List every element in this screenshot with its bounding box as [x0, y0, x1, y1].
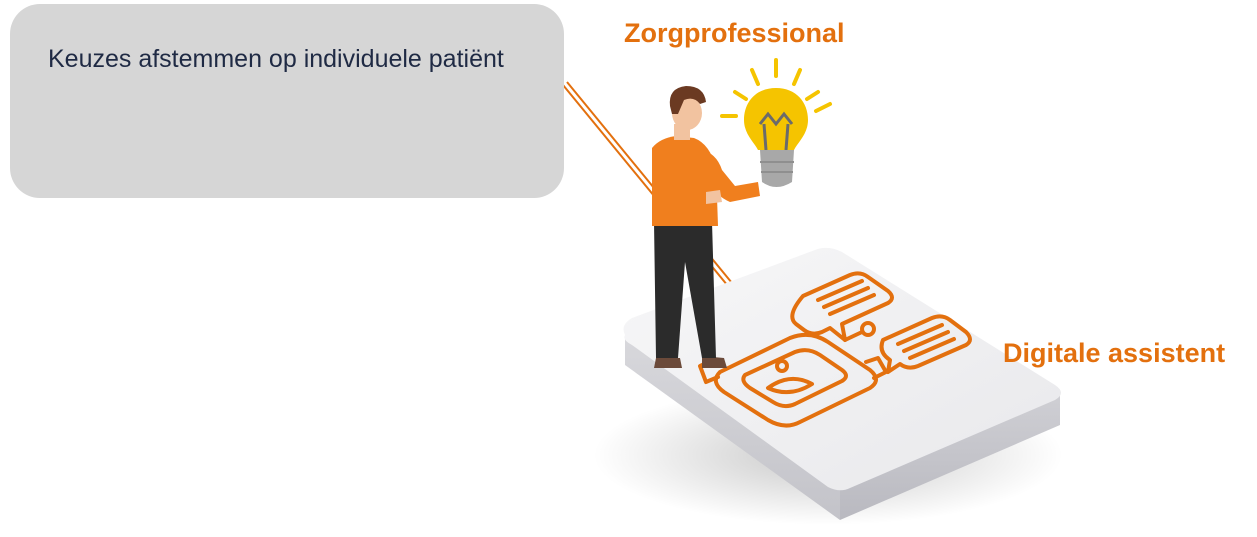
speech-bubble-icon-2 [879, 314, 972, 374]
callout-text: Keuzes afstemmen op individuele patiënt [48, 45, 504, 73]
callout-box: Keuzes afstemmen op individuele patiënt [10, 4, 564, 198]
person-figure [652, 86, 760, 368]
label-zorgprofessional: Zorgprofessional [624, 18, 845, 48]
label-digitale-assistent: Digitale assistent [1003, 338, 1226, 368]
lightbulb-icon [720, 58, 832, 187]
speech-bubble-icon [790, 271, 894, 342]
